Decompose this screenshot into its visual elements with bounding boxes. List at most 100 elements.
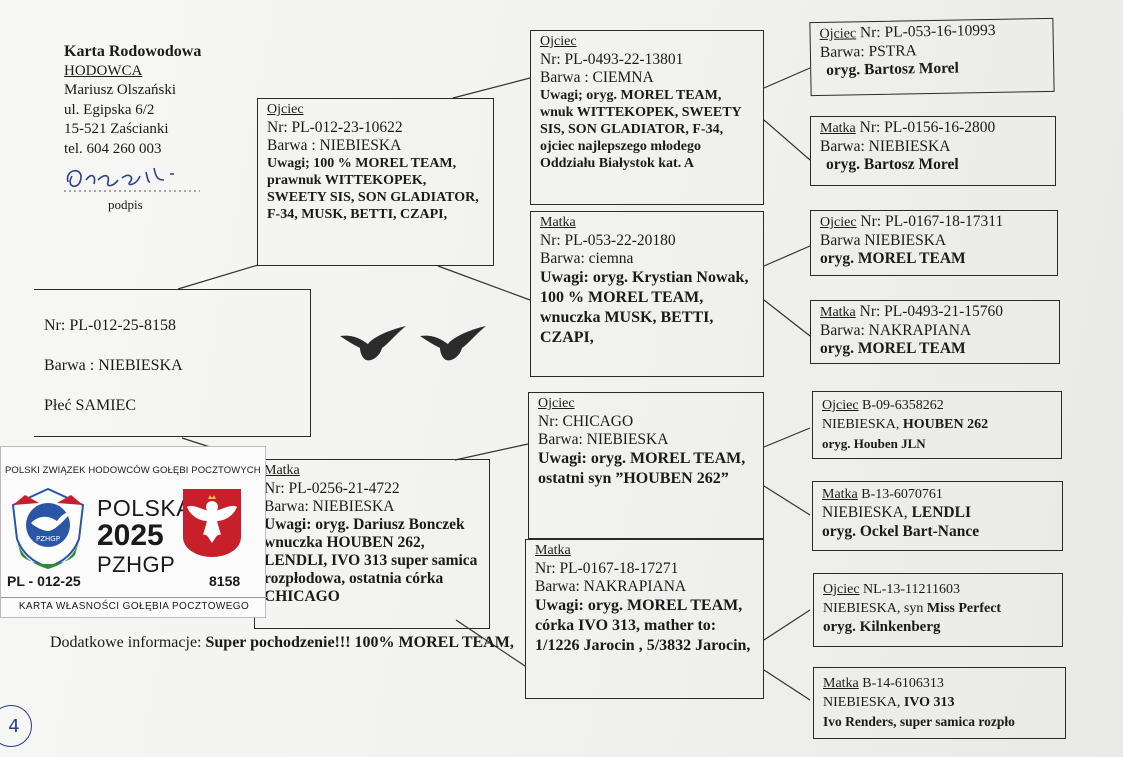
g2-label: Matka (820, 121, 856, 136)
additional-info: Dodatkowe informacje: Super pochodzenie!… (50, 632, 520, 653)
g3-label: Ojciec (820, 215, 857, 230)
mother-nr: Nr: PL-0256-21-4722 (264, 480, 400, 497)
g6-nr: B-13-6070761 (857, 487, 943, 502)
great-grandparent-box-7: Ojciec NL-13-11211603 NIEBIESKA, syn Mis… (813, 573, 1063, 647)
subject-box: Nr: PL-012-25-8158 Barwa : NIEBIESKA Płe… (34, 289, 311, 437)
great-grandparent-box-2: Matka Nr: PL-0156-16-2800 Barwa: NIEBIES… (810, 116, 1056, 186)
ff-uwagi: Uwagi; oryg. MOREL TEAM, wnuk WITTEKOPEK… (540, 88, 742, 171)
subject-nr: Nr: PL-012-25-8158 (44, 317, 176, 334)
signature-label: podpis (108, 197, 143, 212)
g8-nr: B-14-6106313 (858, 676, 944, 691)
g6-barwa: NIEBIESKA, (822, 504, 912, 521)
g4-barwa: Barwa: NAKRAPIANA (820, 322, 972, 339)
g1-nr: Nr: PL-053-16-10993 (855, 21, 996, 42)
great-grandparent-box-3: Ojciec Nr: PL-0167-18-17311 Barwa NIEBIE… (810, 210, 1058, 276)
ownership-card: POLSKI ZWIĄZEK HODOWCÓW GOŁĘBI POCZTOWYC… (0, 446, 267, 618)
great-grandparent-box-4: Matka Nr: PL-0493-21-15760 Barwa: NAKRAP… (810, 300, 1060, 364)
father-uwagi: Uwagi; 100 % MOREL TEAM, prawnuk WITTEKO… (267, 156, 479, 222)
fm-barwa: Barwa: ciemna (540, 250, 634, 267)
g1-label: Ojciec (819, 26, 857, 42)
father-barwa: Barwa : NIEBIESKA (267, 137, 402, 154)
mm-uwagi: Uwagi: oryg. MOREL TEAM, córka IVO 313, … (535, 597, 751, 654)
badge-top-text: POLSKI ZWIĄZEK HODOWCÓW GOŁĘBI POCZTOWYC… (5, 465, 261, 476)
signature (64, 167, 200, 192)
g5-barwa-name: HOUBEN 262 (902, 417, 989, 432)
badge-country: POLSKA (97, 495, 193, 521)
g4-label: Matka (820, 305, 856, 320)
subject-plec: Płeć SAMIEC (44, 397, 136, 414)
great-grandparent-box-5: Ojciec B-09-6358262 NIEBIESKA, HOUBEN 26… (812, 391, 1062, 459)
g7-barwa-name: Miss Perfect (926, 601, 1002, 616)
g3-nr: Nr: PL-0167-18-17311 (856, 213, 1004, 230)
breeder-name: Mariusz Olszański (64, 82, 177, 98)
breeder-info: Karta Rodowodowa HODOWCA Mariusz Olszańs… (64, 42, 201, 159)
great-grandparent-box-1: Ojciec Nr: PL-053-16-10993 Barwa: PSTRA … (809, 17, 1055, 97)
g5-barwa: NIEBIESKA, (822, 417, 903, 432)
fm-label: Matka (540, 215, 576, 230)
badge-bottom-text: KARTA WŁASNOŚCI GOŁĘBIA POCZTOWEGO (1, 597, 267, 612)
subject-barwa: Barwa : NIEBIESKA (44, 357, 183, 374)
additional-text: Super pochodzenie!!! 100% MOREL TEAM, (205, 634, 514, 651)
maternal-grandmother-box: Matka Nr: PL-0167-18-17271 Barwa: NAKRAP… (525, 539, 764, 699)
breeder-street: ul. Egipska 6/2 (64, 101, 155, 118)
g2-barwa: Barwa: NIEBIESKA (820, 138, 951, 155)
mm-label: Matka (535, 543, 571, 558)
g5-nr: B-09-6358262 (858, 398, 944, 413)
logo-text: PZHGP (36, 535, 60, 543)
badge-number: 8158 (209, 573, 241, 589)
g6-barwa-name: LENDLI (911, 504, 971, 521)
g3-oryg: oryg. MOREL TEAM (820, 250, 966, 267)
mf-nr: Nr: CHICAGO (538, 413, 634, 430)
g8-barwa: NIEBIESKA, (823, 695, 904, 710)
additional-label: Dodatkowe informacje: (50, 634, 206, 651)
g2-oryg: oryg. Bartosz Morel (826, 156, 959, 173)
g7-label: Ojciec (823, 582, 860, 597)
great-grandparent-box-6: Matka B-13-6070761 NIEBIESKA, LENDLI ory… (812, 481, 1063, 551)
g6-label: Matka (822, 487, 858, 502)
fm-uwagi: Uwagi: oryg. Krystian Nowak, 100 % MOREL… (540, 269, 749, 346)
great-grandparent-box-8: Matka B-14-6106313 NIEBIESKA, IVO 313 Iv… (813, 667, 1066, 739)
pzhgp-logo-icon: PZHGP (11, 487, 85, 569)
mf-label: Ojciec (538, 396, 575, 411)
document-title: Karta Rodowodowa (64, 43, 202, 60)
g5-label: Ojciec (822, 398, 859, 413)
g4-oryg: oryg. MOREL TEAM (820, 340, 966, 357)
g1-oryg: oryg. Bartosz Morel (826, 59, 960, 79)
polish-eagle-emblem-icon (183, 489, 241, 557)
badge-year: 2025 (97, 519, 164, 552)
mother-label: Matka (264, 463, 300, 478)
mm-nr: Nr: PL-0167-18-17271 (535, 560, 679, 577)
ff-barwa: Barwa : CIEMNA (540, 69, 654, 86)
g7-oryg: oryg. Kilnkenberg (823, 619, 941, 635)
paternal-grandmother-box: Matka Nr: PL-053-22-20180 Barwa: ciemna … (530, 211, 764, 377)
g8-oryg: Ivo Renders, super samica rozpło (823, 714, 1015, 729)
ff-nr: Nr: PL-0493-22-13801 (540, 51, 684, 68)
g7-barwa: NIEBIESKA, syn (823, 601, 927, 616)
g7-nr: NL-13-11211603 (859, 582, 960, 597)
ff-label: Ojciec (540, 34, 577, 49)
mf-barwa: Barwa: NIEBIESKA (538, 431, 669, 448)
father-nr: Nr: PL-012-23-10622 (267, 119, 403, 136)
mother-barwa: Barwa: NIEBIESKA (264, 498, 395, 515)
mf-uwagi: Uwagi: oryg. MOREL TEAM, ostatni syn ”HO… (538, 450, 746, 487)
g4-nr: Nr: PL-0493-21-15760 (855, 303, 1004, 320)
g2-nr: Nr: PL-0156-16-2800 (855, 119, 996, 136)
g6-oryg: oryg. Ockel Bart-Nance (822, 523, 980, 540)
badge-org: PZHGP (97, 552, 176, 577)
g3-barwa: Barwa NIEBIESKA (820, 232, 947, 249)
g5-oryg: oryg. Houben JLN (822, 436, 926, 451)
breeder-label: HODOWCA (64, 62, 143, 79)
father-box: Ojciec Nr: PL-012-23-10622 Barwa : NIEBI… (257, 98, 494, 266)
mother-uwagi: Uwagi: oryg. Dariusz Bonczek wnuczka HOU… (264, 516, 478, 605)
g8-barwa-name: IVO 313 (903, 695, 955, 710)
badge-ring: PL - 012-25 (7, 573, 81, 589)
breeder-phone: tel. 604 260 003 (64, 140, 162, 157)
paternal-grandfather-box: Ojciec Nr: PL-0493-22-13801 Barwa : CIEM… (530, 30, 764, 205)
mother-box: Matka Nr: PL-0256-21-4722 Barwa: NIEBIES… (254, 459, 490, 629)
mm-barwa: Barwa: NAKRAPIANA (535, 578, 687, 595)
maternal-grandfather-box: Ojciec Nr: CHICAGO Barwa: NIEBIESKA Uwag… (528, 392, 764, 539)
pigeons-icon (340, 326, 486, 361)
father-label: Ojciec (267, 102, 304, 117)
